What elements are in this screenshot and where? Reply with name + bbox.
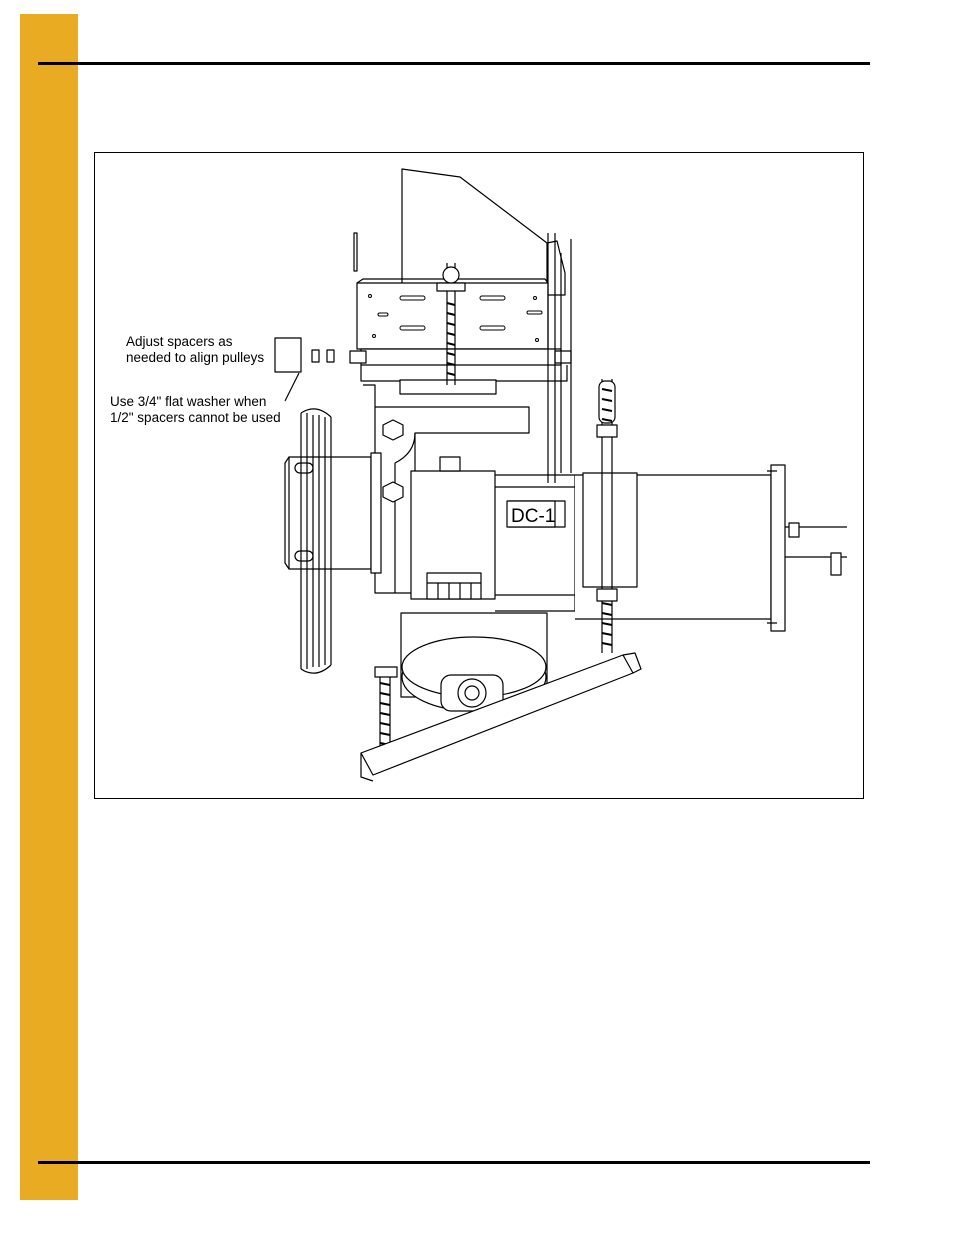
header-rule xyxy=(38,62,870,65)
washer-callout: Use 3/4" flat washer when 1/2" spacers c… xyxy=(110,394,281,425)
motor-label: DC-1 xyxy=(511,506,555,527)
figure-frame: DC-1 Adjust spacers as needed to align p… xyxy=(94,152,864,799)
spacer-callout: Adjust spacers as needed to align pulley… xyxy=(126,334,265,365)
footer-rule xyxy=(38,1161,870,1164)
side-color-bar xyxy=(20,14,78,1200)
drive-assembly-drawing: DC-1 xyxy=(274,168,847,782)
